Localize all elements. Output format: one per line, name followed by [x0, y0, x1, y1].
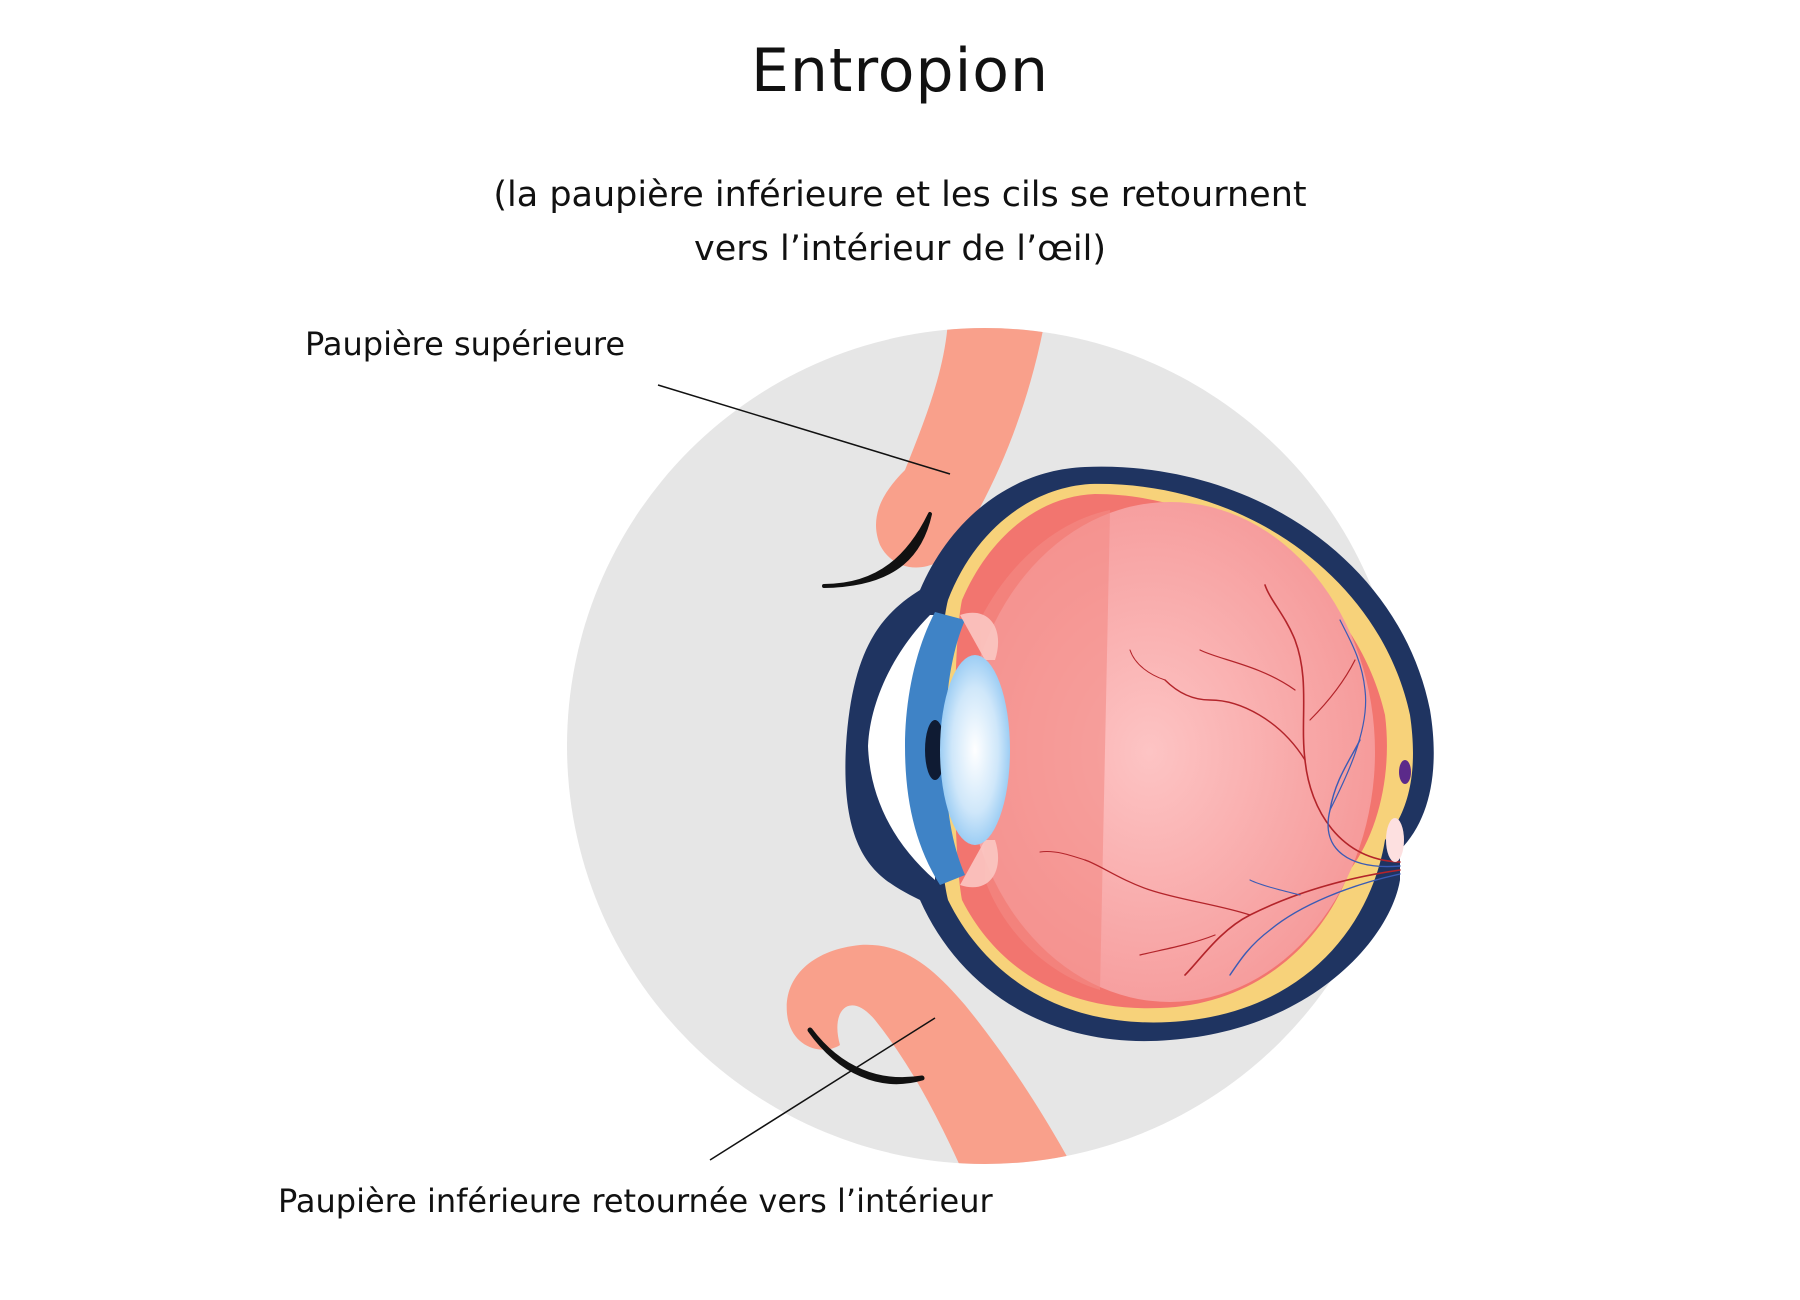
diagram-title: Entropion — [750, 36, 1049, 106]
lower-eyelid-leader-line — [709, 1017, 936, 1161]
upper-eyelid — [876, 328, 1045, 568]
diagram-subtitle: (la paupière inférieure et les cils se r… — [0, 168, 1800, 276]
upper-eyelash — [822, 512, 932, 588]
upper-eyelid-leader-line — [657, 384, 951, 475]
lens — [940, 655, 1010, 845]
upper-eyelid-label: Paupière supérieure — [305, 325, 626, 363]
pupil — [925, 720, 945, 780]
lower-eyelid — [786, 944, 1090, 1164]
lower-eyelash — [807, 1027, 925, 1085]
retinal-vessels — [1039, 584, 1401, 976]
subtitle-line-1: (la paupière inférieure et les cils se r… — [493, 175, 1307, 215]
fovea — [1399, 760, 1411, 784]
eyeball — [845, 466, 1434, 1042]
optic-nerve — [1440, 800, 1490, 920]
subtitle-line-2: vers l’intérieur de l’œil) — [694, 229, 1106, 269]
lower-eyelid-label: Paupière inférieure retournée vers l’int… — [278, 1182, 993, 1220]
